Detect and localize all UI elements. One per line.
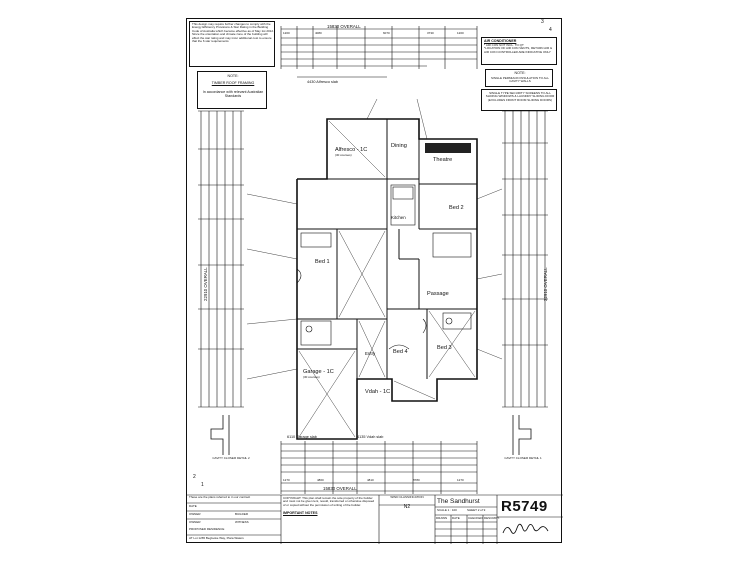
aircon-note-body: * AIR CON NOT INCL. TO QT *LOCATION OF A… xyxy=(484,43,552,54)
security-screens-note: SINGLE TYPE SECURITY SCREENS TO ALL SLID… xyxy=(485,91,555,102)
floor-plan-linework xyxy=(187,26,563,544)
wind-classification-value: N2 xyxy=(403,504,411,510)
bottom-chain-dim-1: 1270 xyxy=(283,478,290,482)
drawing-sheet: 3 4 2 1 This design may require further … xyxy=(186,18,563,544)
timber-note-heading: NOTE: xyxy=(227,74,239,78)
corner-number-top-left: 3 xyxy=(541,19,544,25)
room-alfresco: Alfresco - 1C(30 courses) xyxy=(335,147,368,157)
important-notes-title: IMPORTANT NOTES xyxy=(283,511,318,515)
room-bed-4: Bed 4 xyxy=(393,349,408,355)
sheet-number: SHEET 2 of 9 xyxy=(467,508,486,512)
room-theatre: Theatre xyxy=(433,157,453,163)
insulation-note-box: NOTE: SINGLE PERMIACIN INSULATION TO ALL… xyxy=(485,69,553,87)
room-garage: Garage - 1C(30 courses) xyxy=(303,369,334,379)
checked-label: CHECKED xyxy=(468,516,483,520)
room-bed-3: Bed 3 xyxy=(437,345,452,351)
bottom-chain-dim-3: 4810 xyxy=(367,478,374,482)
corner-number-top-right: 4 xyxy=(549,27,552,33)
timber-note-body: In accordance with relevant Australian S… xyxy=(202,90,264,99)
insulation-note-heading: NOTE: xyxy=(514,71,526,75)
room-bed-1: Bed 1 xyxy=(315,259,330,265)
drawn-label: DRAWN xyxy=(436,516,448,520)
cavity-closer-detail-2: CAVITY CLOSER DETAIL 2 xyxy=(212,456,250,460)
timber-roof-note-box: NOTE: TIMBER ROOF FRAMING In accordance … xyxy=(197,71,267,109)
top-chain-dim-3: 6070 xyxy=(383,31,390,35)
verandah-slab-dimension: 4135 Vdah slab xyxy=(357,435,384,439)
energy-efficiency-note: This design may require further changes … xyxy=(192,22,274,44)
drawing-scale: SCALE 1 : 100 xyxy=(437,508,457,512)
energy-note-box: This design may require further changes … xyxy=(189,21,275,67)
timber-note-title: TIMBER ROOF FRAMING xyxy=(211,81,255,85)
job-code: R5749 xyxy=(501,498,548,515)
site-address: AT Lot 1265 Beglooke Way, Piara Waters xyxy=(189,536,244,540)
room-dining: Dining xyxy=(391,143,407,149)
owner-label: OWNER xyxy=(189,512,201,516)
aircon-note-box: AIR CONDITIONER * AIR CON NOT INCL. TO Q… xyxy=(481,37,557,65)
design-name: The Sandhurst xyxy=(437,498,480,505)
corner-number-bottom-left: 2 xyxy=(193,474,196,480)
aircon-note-heading: AIR CONDITIONER xyxy=(484,39,517,43)
builder-label: BUILDER xyxy=(235,512,249,516)
security-screens-note-box: SINGLE TYPE SECURITY SCREENS TO ALL SLID… xyxy=(481,89,557,111)
bottom-overall-dimension: 15830 OVERALL xyxy=(323,486,357,491)
description-label: DESCRIPT. xyxy=(484,516,500,520)
signature-scribble xyxy=(502,523,549,534)
proposed-residence-label: PROPOSED RESIDENCE xyxy=(189,527,225,531)
room-verandah: Vdah - 1C xyxy=(365,389,391,395)
wind-classification-label: WIND CLASSIFICATION xyxy=(390,495,424,499)
bottom-chain-dim-2: 4860 xyxy=(317,478,324,482)
top-chain-dim-1: 1200 xyxy=(283,31,290,35)
corner-number-bottom-right: 1 xyxy=(201,482,204,488)
copyright-notice: COPYRIGHT: This plan shall remain the so… xyxy=(283,496,375,507)
top-chain-dim-2: 4080 xyxy=(315,31,322,35)
bottom-chain-dim-4: 8780 xyxy=(413,478,420,482)
room-passage: Passage xyxy=(427,291,449,297)
room-kitchen: Kitchen xyxy=(391,215,406,220)
room-bed-2: Bed 2 xyxy=(449,205,464,211)
room-entry: Entry xyxy=(365,351,376,356)
top-overall-dimension: 15830 OVERALL xyxy=(327,24,361,29)
plans-contract-notice: These are the plans referred to in our c… xyxy=(189,495,251,499)
bottom-chain-dim-5: 1270 xyxy=(457,478,464,482)
date-label: DATE xyxy=(189,504,197,508)
cavity-closer-detail-1: CAVITY CLOSER DETAIL 1 xyxy=(504,456,542,460)
alfresco-slab-dimension: 4430 Alfresco slab xyxy=(307,80,339,84)
top-chain-dim-5: 1200 xyxy=(457,31,464,35)
top-chain-dim-4: 3730 xyxy=(427,31,434,35)
insulation-note-body: SINGLE PERMIACIN INSULATION TO ALL CAVIT… xyxy=(490,76,550,84)
witness-label: WITNESS xyxy=(235,520,249,524)
garage-slab-dimension: 6110 Garage slab xyxy=(287,435,317,439)
owner-label-2: OWNER xyxy=(189,520,201,524)
date-column-label: DATE xyxy=(452,516,460,520)
